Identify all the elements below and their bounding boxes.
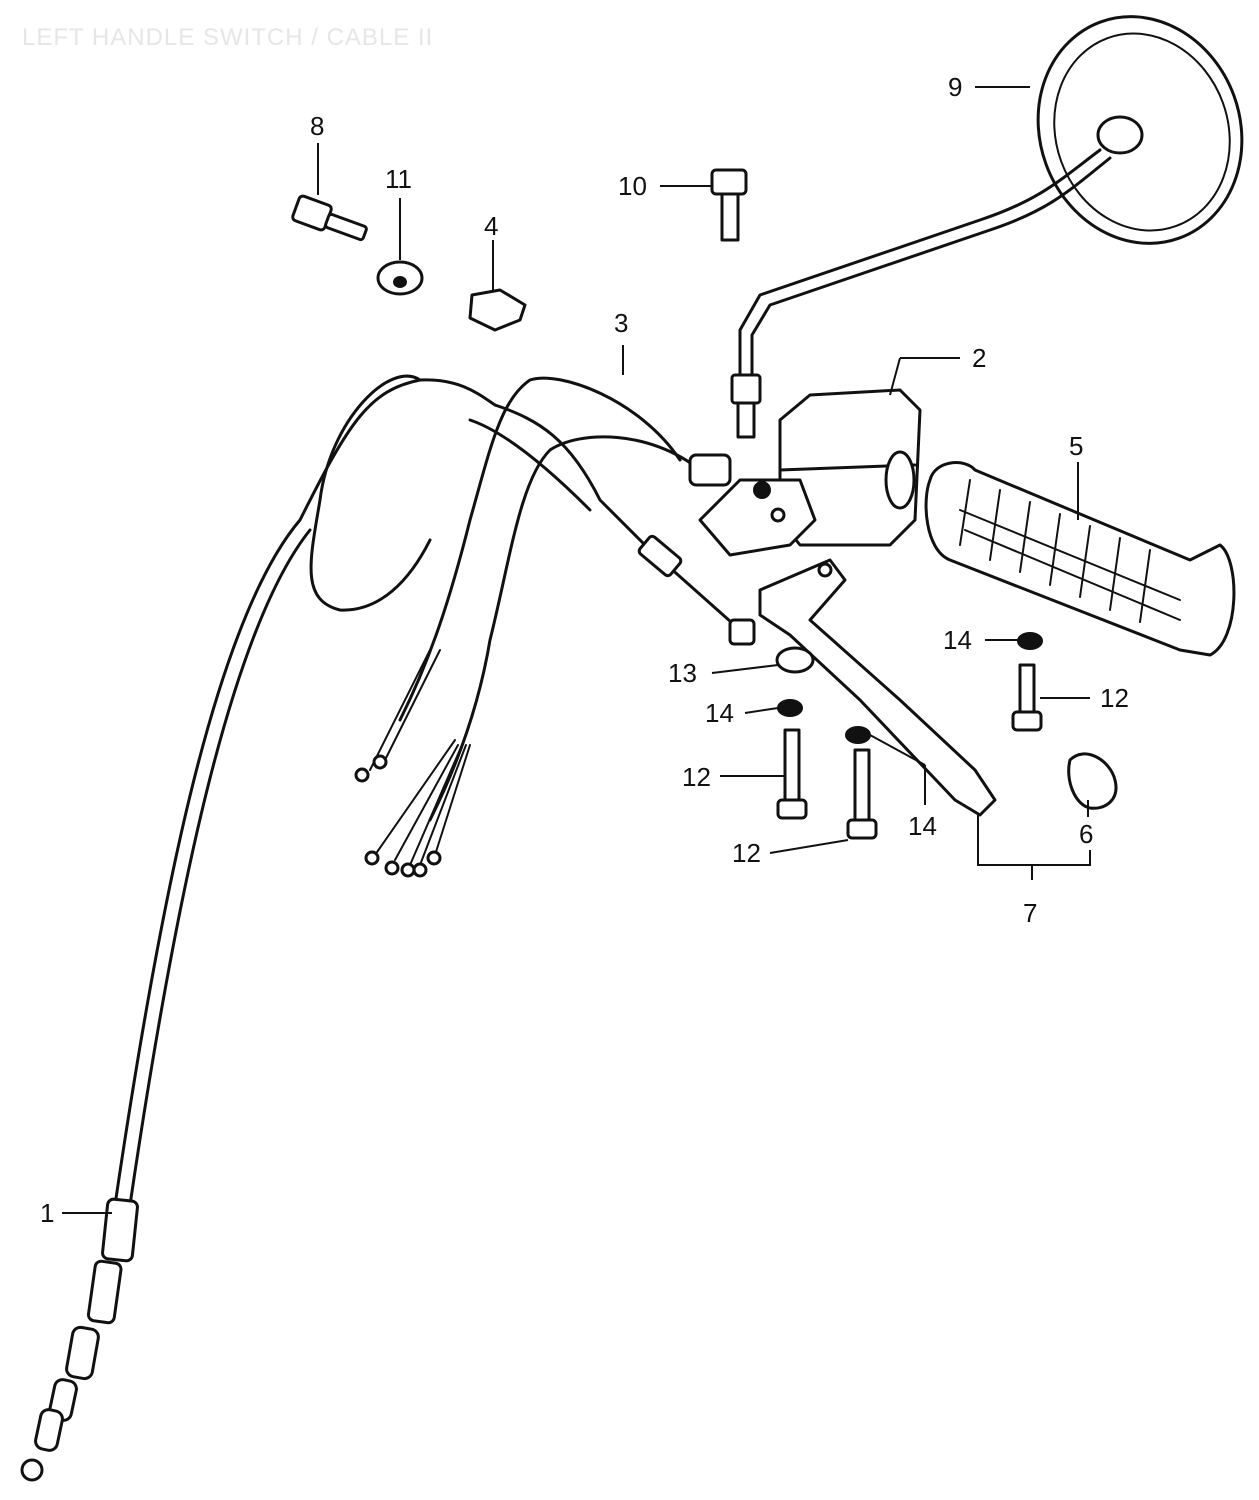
callout-1: 1 <box>40 1198 54 1228</box>
callout-2: 2 <box>972 343 986 373</box>
callout-9: 9 <box>948 72 962 102</box>
switch-housing <box>778 388 922 547</box>
lock-nut <box>376 260 424 296</box>
callout-12-a: 12 <box>682 762 711 792</box>
callout-5: 5 <box>1069 431 1083 461</box>
clutch-cable <box>20 374 756 1482</box>
callout-12-b: 12 <box>1100 683 1129 713</box>
cable-clip <box>468 288 527 332</box>
cable-adjuster <box>291 194 368 242</box>
clutch-lever <box>758 558 997 817</box>
callout-12-c: 12 <box>732 838 761 868</box>
callout-11: 11 <box>385 164 412 194</box>
hardware <box>775 632 1043 840</box>
leader-lines <box>62 86 1091 1214</box>
callout-labels: 1 2 3 4 5 6 7 8 9 10 11 12 12 12 13 14 1… <box>40 72 1129 1228</box>
callout-4: 4 <box>484 211 498 241</box>
callout-10: 10 <box>618 171 647 201</box>
handle-grip <box>924 461 1236 657</box>
lever-bracket <box>698 478 817 557</box>
callout-8: 8 <box>310 111 324 141</box>
callout-7: 7 <box>1023 898 1037 928</box>
mirror <box>730 15 1244 439</box>
wiring-harness <box>354 376 732 878</box>
callout-14-b: 14 <box>943 625 972 655</box>
diagram-title: LEFT HANDLE SWITCH / CABLE II <box>22 24 433 51</box>
lever-bolt <box>710 168 748 242</box>
callout-14-a: 14 <box>705 698 734 728</box>
dust-cover <box>1067 752 1118 810</box>
callout-3: 3 <box>614 308 628 338</box>
callout-14-c: 14 <box>908 811 937 841</box>
callout-6: 6 <box>1079 819 1093 849</box>
callout-13: 13 <box>668 658 697 688</box>
